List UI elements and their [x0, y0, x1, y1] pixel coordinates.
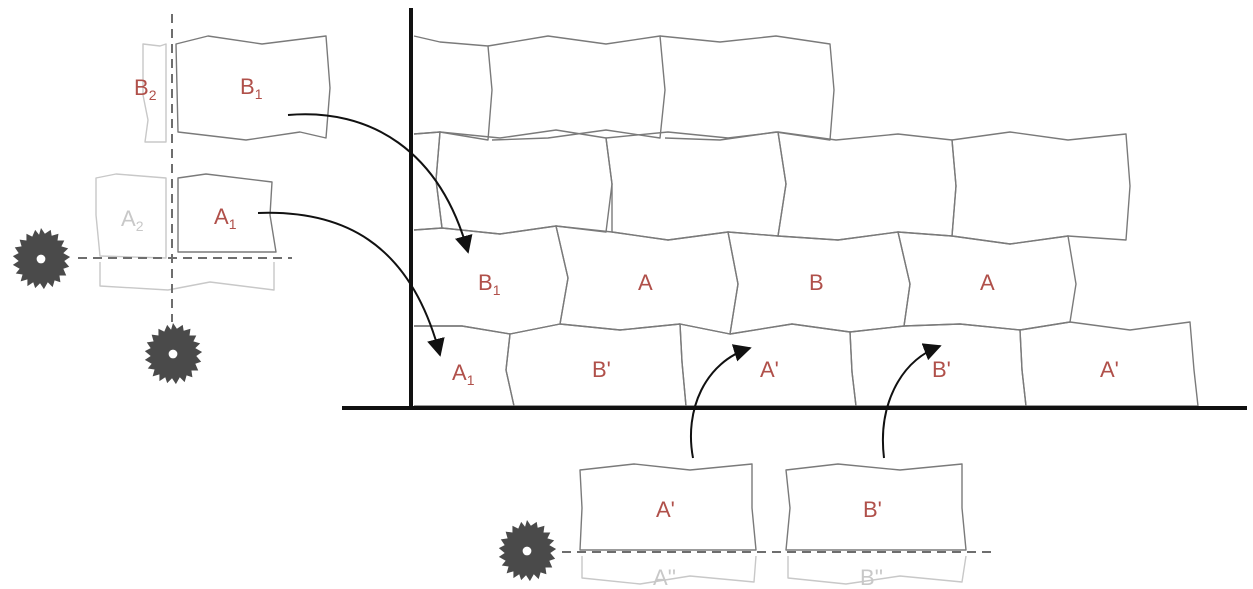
paver-b1-cut: [175, 35, 331, 141]
saw-blade-icon: [144, 322, 203, 385]
label-b1-cut: B1: [240, 74, 263, 102]
saw-blade-icon: [498, 519, 557, 582]
arrow-b1-to-wall: [287, 113, 473, 254]
bottom-cut-pieces: A' B' A'' B'': [579, 463, 967, 589]
arrow-b-prime-to-wall: [882, 343, 942, 459]
label-wall-a-prime: A': [1100, 357, 1119, 382]
label-wall-a: A: [638, 270, 653, 295]
label-b2: B2: [134, 75, 157, 103]
cut-piece-b: B2 B1: [134, 35, 331, 143]
label-wall-a-prime: A': [760, 357, 779, 382]
label-b-double-prime: B'': [860, 565, 883, 589]
paver-b2-ghost: [142, 43, 167, 143]
paver-a1-cut: [177, 173, 277, 253]
label-wall-b-prime: B': [592, 357, 611, 382]
paver-a-bottom-ghost: [99, 262, 275, 291]
cut-piece-a: A2 A1: [95, 173, 277, 291]
label-a-double-prime: A'': [653, 565, 676, 589]
label-wall-b: B: [809, 270, 824, 295]
label-bottom-b-prime: B': [863, 497, 882, 522]
label-wall-a1: A1: [452, 360, 475, 388]
arrow-a1-to-wall: [257, 211, 445, 357]
arrow-a-prime-to-wall: [689, 344, 752, 459]
paver-a-prime-cut: [579, 463, 757, 551]
paver-a-double-prime-ghost: [581, 555, 757, 585]
paver-b-double-prime-ghost: [787, 555, 967, 585]
saw-blade-icon: [12, 227, 71, 290]
paver-a2-ghost: [95, 173, 167, 259]
label-wall-b-prime: B': [932, 357, 951, 382]
paver-b-prime-cut: [785, 463, 967, 551]
label-wall-b1: B1: [478, 270, 501, 298]
paver-wall: B1 A B A A1 B' A' B' A': [413, 35, 1199, 407]
label-a1-cut: A1: [214, 204, 237, 232]
label-wall-a: A: [980, 270, 995, 295]
label-bottom-a-prime: A': [656, 497, 675, 522]
label-a2: A2: [121, 206, 144, 234]
